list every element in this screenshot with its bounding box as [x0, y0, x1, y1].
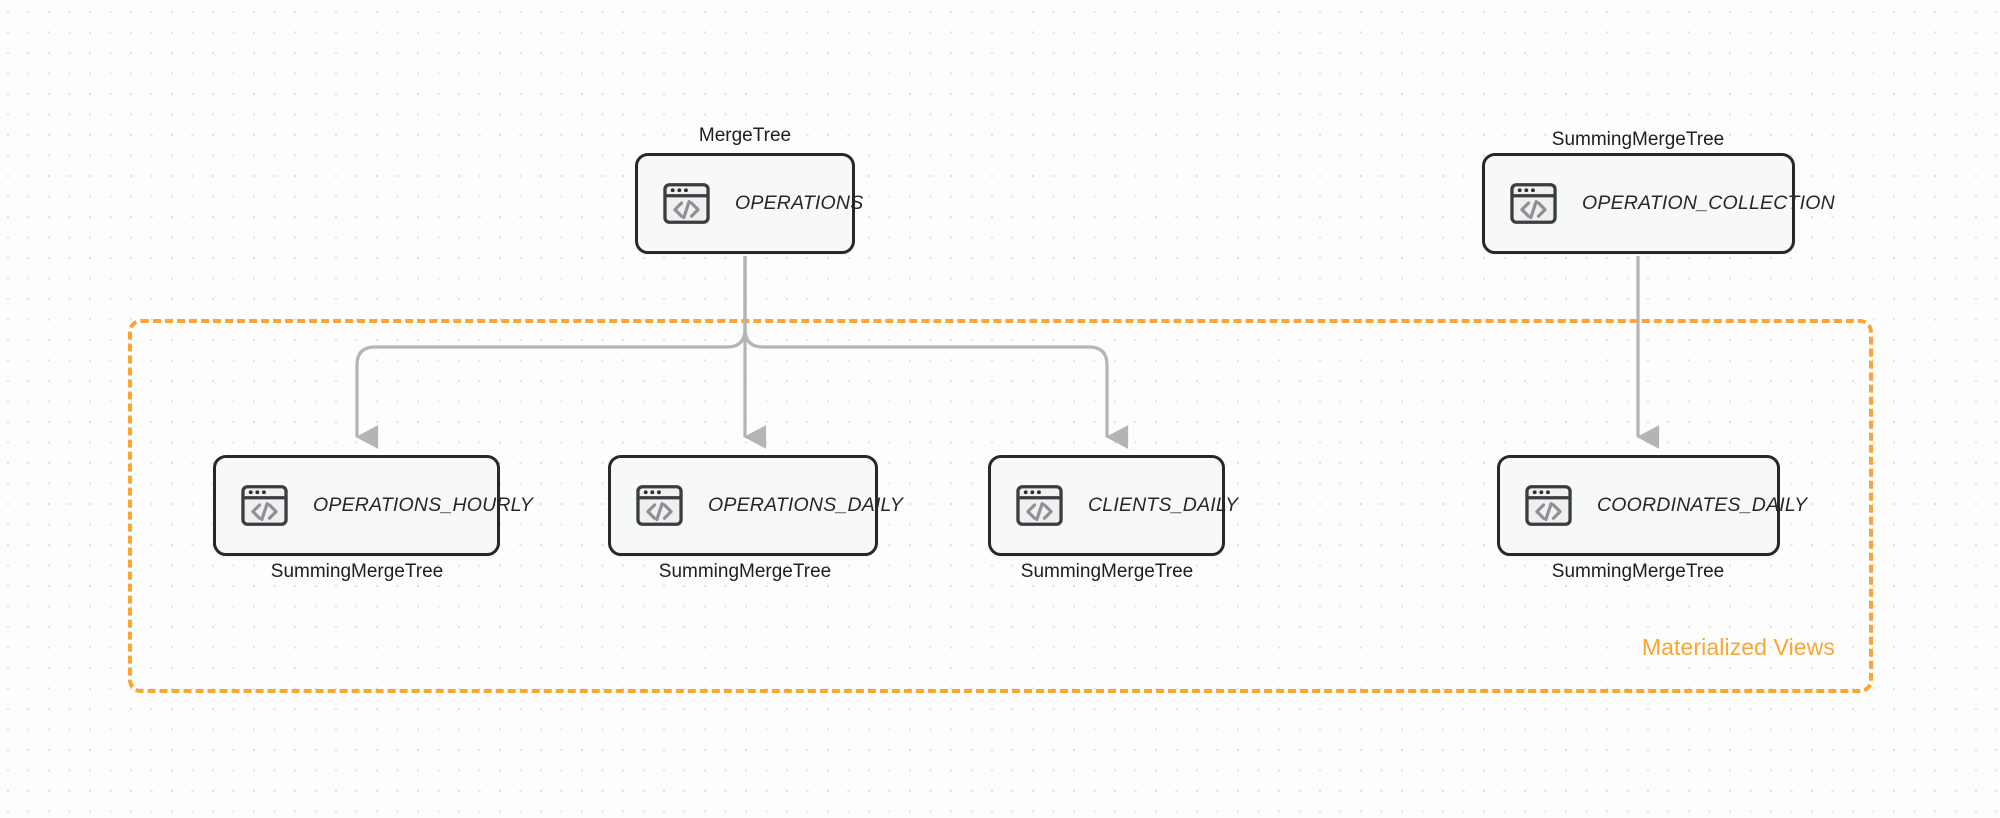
engine-caption-operations: MergeTree [698, 125, 792, 146]
engine-caption-operations-daily: SummingMergeTree [658, 561, 832, 582]
engine-caption-operations-hourly: SummingMergeTree [270, 561, 444, 582]
code-window-icon [1525, 485, 1572, 526]
node-operations[interactable]: OPERATIONS [635, 153, 863, 254]
node-label-coordinates-daily: COORDINATES_DAILY [1597, 494, 1808, 516]
node-label-operation-collection: OPERATION_COLLECTION [1582, 192, 1835, 214]
node-label-operations: OPERATIONS [735, 192, 864, 214]
code-window-icon [636, 485, 683, 526]
engine-caption-coordinates-daily: SummingMergeTree [1551, 561, 1725, 582]
code-window-icon [1510, 183, 1557, 224]
node-operation-collection[interactable]: OPERATION_COLLECTION [1482, 153, 1835, 254]
node-operations-hourly[interactable]: OPERATIONS_HOURLY [213, 455, 533, 556]
materialized-views-group-label: Materialized Views [1641, 634, 1835, 660]
node-label-clients-daily: CLIENTS_DAILY [1088, 494, 1239, 516]
engine-caption-operation-collection: SummingMergeTree [1551, 129, 1725, 150]
code-window-icon [241, 485, 288, 526]
code-window-icon [1016, 485, 1063, 526]
node-clients-daily[interactable]: CLIENTS_DAILY [988, 455, 1238, 556]
node-operations-daily[interactable]: OPERATIONS_DAILY [608, 455, 903, 556]
node-coordinates-daily[interactable]: COORDINATES_DAILY [1497, 455, 1807, 556]
node-label-operations-hourly: OPERATIONS_HOURLY [313, 494, 534, 516]
engine-caption-clients-daily: SummingMergeTree [1020, 561, 1194, 582]
code-window-icon [663, 183, 710, 224]
node-label-operations-daily: OPERATIONS_DAILY [708, 494, 904, 516]
